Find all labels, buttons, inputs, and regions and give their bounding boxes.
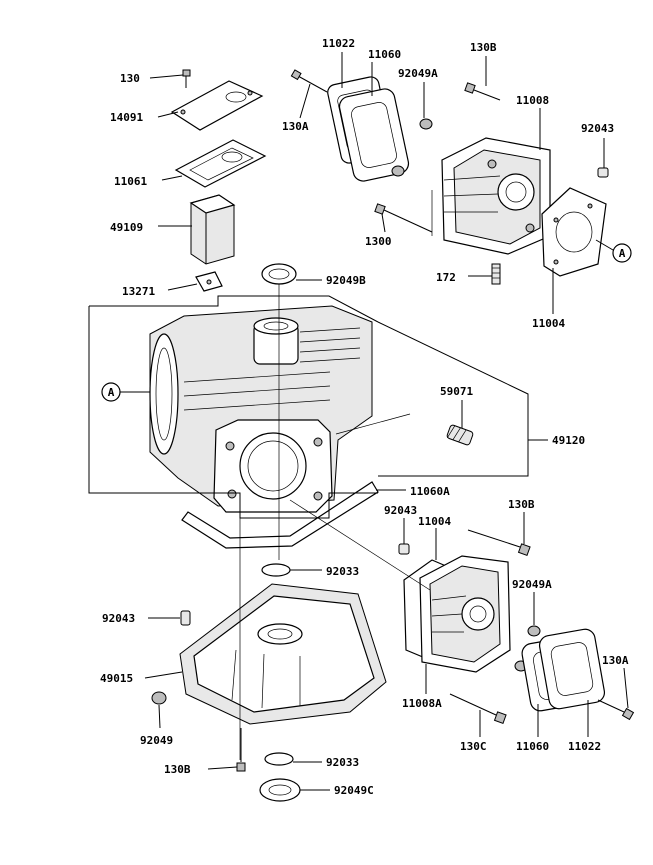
cylinder-head-11008a (419, 555, 511, 673)
bolt-130a-top (290, 69, 328, 93)
crankcase-gasket-11060a (181, 481, 379, 549)
oil-pan-49015 (179, 583, 387, 725)
oring-92033-bot (264, 752, 294, 766)
ref-marker-a-right-label: A (619, 247, 626, 260)
bolt-130b-top (464, 82, 501, 101)
ref-marker-a-left-label: A (108, 386, 115, 399)
gasket-11060-top (338, 88, 410, 182)
bolt-130c (449, 693, 507, 725)
callout-49015: 49015 (100, 672, 133, 685)
callout-130a-top: 130A (282, 120, 309, 133)
callout-11060-bot: 11060 (516, 740, 549, 753)
leader-lines (144, 52, 629, 791)
washer-92049-bot (151, 691, 167, 705)
axis-line-49120 (377, 321, 529, 477)
axis-line-to-head-lower (289, 499, 431, 591)
callout-130b-mid: 130B (508, 498, 535, 511)
callout-130b-bot: 130B (164, 763, 191, 776)
spring-59071 (446, 424, 474, 446)
filter-49109 (189, 194, 236, 265)
washer-top-2 (391, 165, 405, 177)
callout-59071: 59071 (440, 385, 473, 398)
callout-11022-top: 11022 (322, 37, 355, 50)
gasket-11061 (174, 139, 267, 188)
callout-14091: 14091 (110, 111, 143, 124)
callout-92033-top: 92033 (326, 565, 359, 578)
axis-line-top (89, 295, 379, 323)
callout-92049c: 92049C (334, 784, 374, 797)
ref-marker-a-right (612, 243, 632, 263)
callout-11008a: 11008A (402, 697, 442, 710)
axis-line-to-head (335, 413, 411, 435)
callout-130-top: 130 (120, 72, 140, 85)
callout-92043-mid: 92043 (384, 504, 417, 517)
callout-11060a: 11060A (410, 485, 450, 498)
plate-13271 (195, 271, 223, 292)
bolt-130a-bot (597, 699, 635, 721)
callout-130c: 130C (460, 740, 487, 753)
callout-11004-top: 11004 (532, 317, 565, 330)
callout-11008: 11008 (516, 94, 549, 107)
pin-92043-mid (398, 543, 410, 555)
valve-cover-11022-bot (538, 628, 606, 710)
washer-92049a-top (419, 118, 433, 130)
callout-172: 172 (436, 271, 456, 284)
oil-seal-92049c (259, 778, 301, 802)
callout-92049a-top: 92049A (398, 67, 438, 80)
oring-92033-top (261, 563, 291, 577)
callout-92043-top: 92043 (581, 122, 614, 135)
oil-seal-92049b (261, 263, 297, 285)
callout-49109: 49109 (110, 221, 143, 234)
bolt-1300 (374, 203, 433, 233)
callout-11061: 11061 (114, 175, 147, 188)
head-gasket-11004-top (541, 187, 607, 277)
callout-11022-bot: 11022 (568, 740, 601, 753)
callout-1300: 1300 (365, 235, 392, 248)
callout-92049b: 92049B (326, 274, 366, 287)
callout-92043-left: 92043 (102, 612, 135, 625)
washer-92049a-mid (527, 625, 541, 637)
callout-92033-bot: 92033 (326, 756, 359, 769)
stud-172 (491, 263, 501, 285)
callout-92049a-mid: 92049A (512, 578, 552, 591)
cylinder-head-11008 (441, 137, 551, 255)
bolt-130b-mid (467, 529, 531, 557)
pin-92043-top (597, 167, 609, 178)
callout-13271: 13271 (122, 285, 155, 298)
bolt-130b-bot (236, 728, 246, 772)
callout-130b-top: 130B (470, 41, 497, 54)
callout-92049: 92049 (140, 734, 173, 747)
cylinder-flange (213, 419, 333, 513)
breather-cover-14091 (170, 80, 264, 131)
callout-11004-mid: 11004 (418, 515, 451, 528)
pin-92043-left (180, 610, 191, 626)
bolt-130 (182, 69, 191, 88)
callout-49120: 49120 (552, 434, 585, 447)
callout-130a-bot: 130A (602, 654, 629, 667)
callout-11060-top: 11060 (368, 48, 401, 61)
